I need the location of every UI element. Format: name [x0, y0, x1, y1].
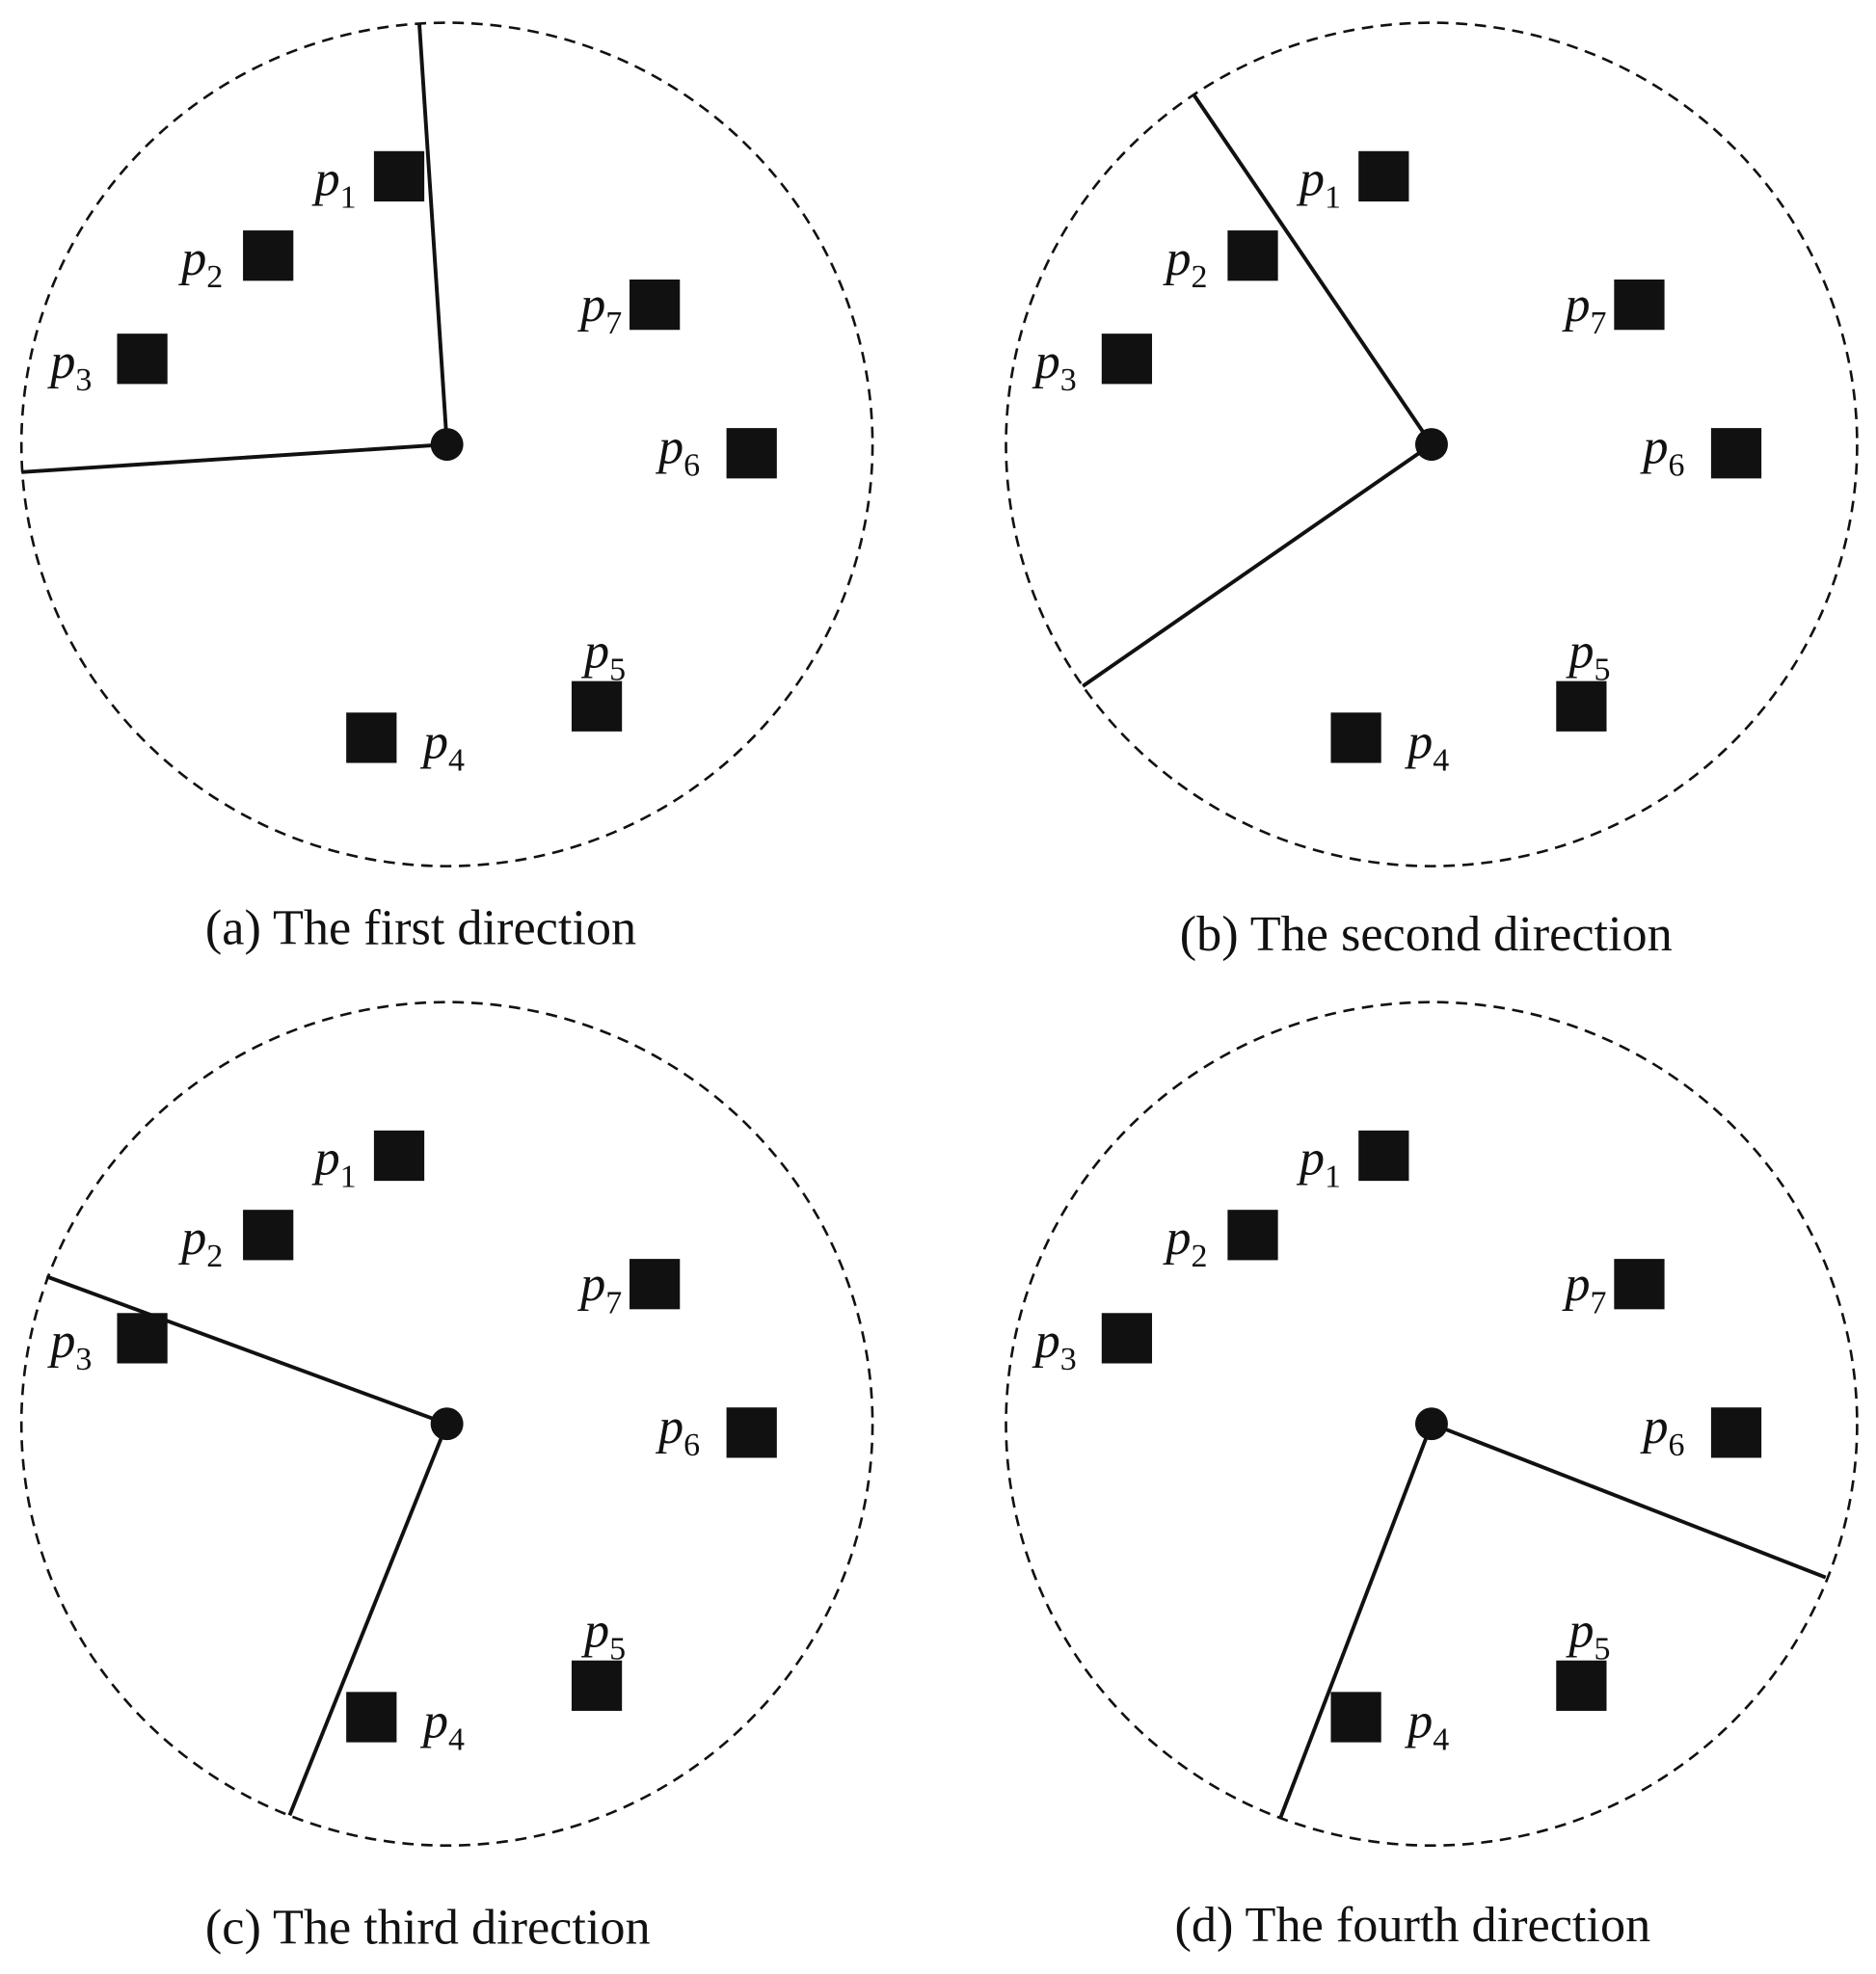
point-p4	[1330, 712, 1381, 763]
point-p5	[571, 680, 623, 732]
sector-boundary-line	[1192, 93, 1434, 446]
point-label-p2: p2	[177, 230, 223, 295]
point-p7	[1614, 1259, 1665, 1310]
point-p3	[117, 333, 168, 385]
point-label-p6: p6	[655, 1399, 700, 1463]
center-node	[430, 1407, 464, 1441]
center-node	[430, 428, 464, 462]
point-label-p1: p1	[1296, 1131, 1341, 1195]
point-p2	[1227, 230, 1278, 281]
caption-b: (b) The second direction	[1180, 906, 1673, 962]
point-p4	[1330, 1692, 1381, 1743]
caption-d: (d) The fourth direction	[1175, 1897, 1651, 1953]
range-circle	[1005, 21, 1859, 867]
panel-b: p1 p2 p3 p4 p5 p6 p7 (b) The second direction	[1005, 21, 1859, 962]
point-label-p2: p2	[177, 1210, 223, 1274]
center-node	[1414, 1407, 1448, 1441]
point-label-p3: p3	[46, 333, 92, 398]
point-p4	[346, 712, 397, 763]
range-circle	[19, 21, 874, 867]
point-p7	[630, 1259, 681, 1310]
point-p7	[630, 280, 681, 331]
point-label-p2: p2	[1162, 230, 1207, 295]
point-p3	[1101, 333, 1153, 385]
sector-boundary-line	[1278, 1423, 1434, 1819]
point-p1	[1358, 1130, 1409, 1182]
point-p1	[1358, 150, 1409, 202]
caption-a: (a) The first direction	[205, 900, 636, 956]
point-label-p7: p7	[1561, 277, 1606, 341]
point-label-p6: p6	[655, 419, 700, 484]
point-p3	[1101, 1313, 1153, 1364]
sector-boundary-line	[45, 1274, 448, 1427]
point-label-p6: p6	[1639, 1399, 1684, 1463]
point-p4	[346, 1692, 397, 1743]
point-p6	[726, 428, 777, 479]
point-label-p7: p7	[1561, 1256, 1606, 1320]
sector-boundary-line	[21, 442, 447, 474]
point-p7	[1614, 280, 1665, 331]
point-label-p1: p1	[311, 151, 357, 216]
point-label-p7: p7	[576, 277, 622, 341]
point-label-p5: p5	[1565, 623, 1610, 687]
point-label-p4: p4	[419, 1693, 465, 1757]
point-p6	[1710, 428, 1762, 479]
point-p3	[117, 1313, 168, 1364]
caption-c: (c) The third direction	[205, 1900, 651, 1956]
point-label-p5: p5	[580, 1602, 626, 1667]
point-p5	[571, 1660, 623, 1711]
point-label-p6: p6	[1639, 419, 1684, 484]
point-label-p3: p3	[1032, 333, 1077, 398]
point-label-p3: p3	[1032, 1313, 1077, 1377]
point-p6	[1710, 1407, 1762, 1458]
panel-d: p1 p2 p3 p4 p5 p6 p7 (d) The fourth direction	[1005, 1000, 1859, 1953]
point-label-p4: p4	[419, 713, 465, 778]
range-circle	[1005, 1000, 1859, 1848]
point-label-p1: p1	[311, 1131, 357, 1195]
point-label-p2: p2	[1162, 1210, 1207, 1274]
sector-boundary-line	[1431, 1422, 1827, 1580]
panel-c: p1 p2 p3 p4 p5 p6 p7 (c) The third direction	[19, 1000, 874, 1956]
sector-boundary-line	[287, 1423, 449, 1817]
point-label-p5: p5	[1565, 1602, 1610, 1667]
point-p5	[1556, 680, 1607, 732]
point-p6	[726, 1407, 777, 1458]
point-p5	[1556, 1660, 1607, 1711]
point-label-p1: p1	[1296, 151, 1341, 216]
point-label-p7: p7	[576, 1256, 622, 1320]
point-label-p5: p5	[580, 623, 626, 687]
point-label-p4: p4	[1404, 713, 1449, 778]
point-label-p3: p3	[46, 1313, 92, 1377]
point-p2	[243, 1210, 294, 1261]
panel-a: p1 p2 p3 p4 p5 p6 p7 (a) The first direction	[19, 21, 874, 956]
point-p1	[373, 150, 425, 202]
point-p2	[1227, 1210, 1278, 1261]
sector-boundary-line	[416, 22, 449, 445]
point-p1	[373, 1130, 425, 1182]
point-p2	[243, 230, 294, 281]
center-node	[1414, 428, 1448, 462]
range-circle	[19, 1000, 874, 1848]
point-label-p4: p4	[1404, 1693, 1449, 1757]
sector-boundary-line	[1082, 442, 1434, 688]
